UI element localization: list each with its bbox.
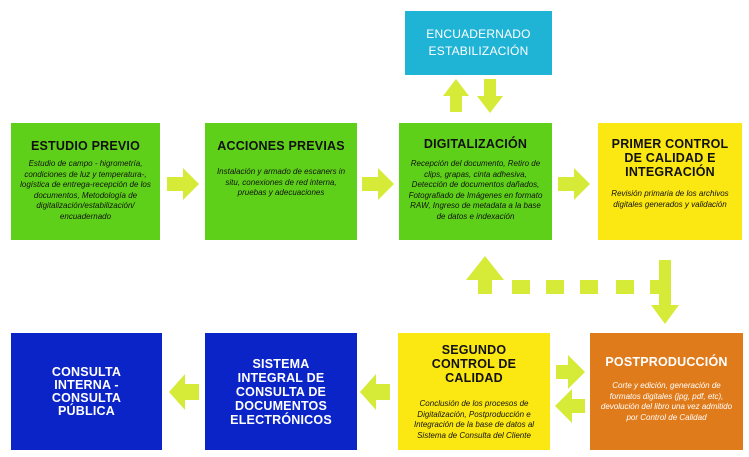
arrow-left-icon — [360, 374, 390, 410]
arrow-right-icon — [556, 355, 585, 389]
estudio-previo-box: ESTUDIO PREVIO Estudio de campo - higrom… — [11, 123, 160, 240]
segundo-control-title: SEGUNDO CONTROL DE CALIDAD — [431, 343, 517, 385]
sistema-integral-title: SISTEMA INTEGRAL DE CONSULTA DE DOCUMENT… — [230, 356, 332, 427]
digitalizacion-box: DIGITALIZACIÓN Recepción del documento, … — [399, 123, 552, 240]
acciones-previas-title: ACCIONES PREVIAS — [217, 139, 345, 153]
segundo-control-box: SEGUNDO CONTROL DE CALIDAD Conclusión de… — [398, 333, 550, 450]
arrow-right-icon — [558, 168, 590, 200]
digitalizacion-title: DIGITALIZACIÓN — [423, 137, 528, 151]
primer-control-title: PRIMER CONTROL DE CALIDAD E INTEGRACIÓN — [611, 137, 729, 179]
postproduccion-box: POSTPRODUCCIÓN Corte y edición, generaci… — [590, 333, 743, 450]
arrow-up-icon — [443, 79, 469, 112]
segundo-control-body: Conclusión de los procesos de Digitaliza… — [413, 399, 535, 440]
sistema-integral-box: SISTEMA INTEGRAL DE CONSULTA DE DOCUMENT… — [205, 333, 357, 450]
arrow-down-icon — [651, 260, 679, 324]
estudio-previo-body: Estudio de campo - higrometría, condicio… — [20, 159, 151, 221]
primer-control-box: PRIMER CONTROL DE CALIDAD E INTEGRACIÓN … — [598, 123, 742, 240]
dashed-return-arrow — [466, 256, 664, 294]
arrow-up-icon — [466, 256, 504, 280]
primer-control-body: Revisión primaria de los archivos digita… — [611, 189, 729, 209]
arrow-left-icon — [169, 374, 199, 410]
acciones-previas-body: Instalación y armado de escaners in situ… — [216, 167, 346, 197]
postproduccion-title: POSTPRODUCCIÓN — [605, 355, 728, 369]
encuadernado-box: ENCUADERNADO ESTABILIZACIÓN — [405, 11, 552, 75]
postproduccion-body: Corte y edición, generación de formatos … — [600, 381, 733, 422]
encuadernado-title: ENCUADERNADO ESTABILIZACIÓN — [426, 27, 531, 58]
acciones-previas-box: ACCIONES PREVIAS Instalación y armado de… — [205, 123, 357, 240]
arrow-left-icon — [555, 389, 585, 423]
arrow-down-icon — [477, 79, 503, 113]
arrow-right-icon — [362, 168, 394, 200]
estudio-previo-title: ESTUDIO PREVIO — [30, 139, 141, 153]
consulta-title: CONSULTA INTERNA - CONSULTA PÚBLICA — [51, 364, 122, 418]
arrow-right-icon — [167, 168, 199, 200]
digitalizacion-body: Recepción del documento, Retiro de clips… — [408, 159, 543, 221]
consulta-box: CONSULTA INTERNA - CONSULTA PÚBLICA — [11, 333, 162, 450]
